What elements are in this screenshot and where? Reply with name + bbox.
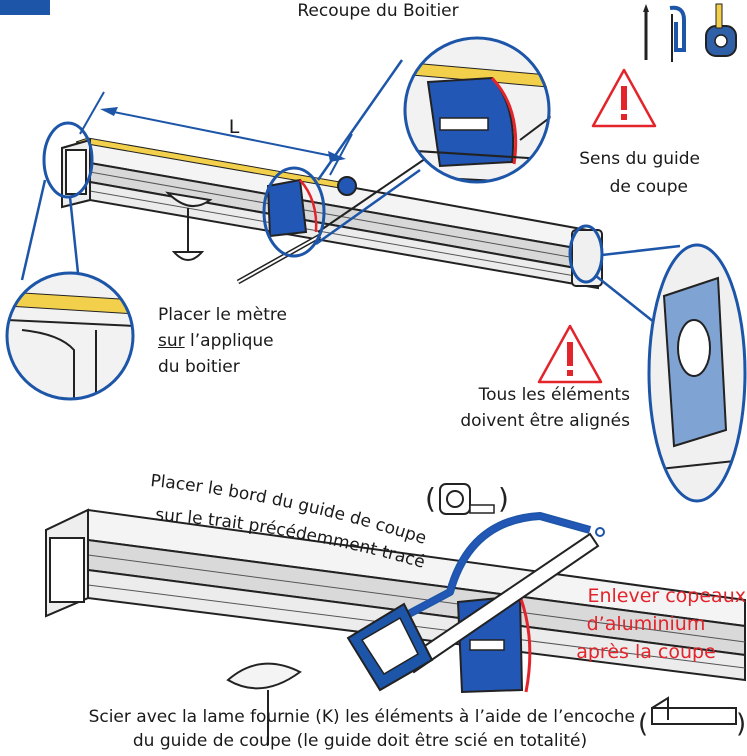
hacksaw-tool — [346, 512, 605, 692]
length-label: L — [228, 116, 240, 138]
alignment-note-line-2: doivent être alignés — [460, 411, 630, 431]
saw-blade-icon: ( ) — [638, 696, 746, 739]
saw-instruction-line-2: du guide de coupe (le guide doit être sc… — [132, 731, 588, 751]
svg-text:): ) — [736, 709, 746, 739]
tape-placement-rest: l’applique — [184, 331, 274, 351]
svg-text:): ) — [498, 482, 509, 515]
warning-icon — [537, 324, 603, 384]
zoom-detail-right — [647, 243, 747, 503]
chip-removal-line-1: Enlever copeaux — [587, 585, 746, 607]
tape-placement-line-2: sur l’applique — [158, 330, 328, 352]
svg-text:(: ( — [638, 709, 648, 739]
zoom-detail-left — [5, 271, 135, 401]
tape-placement-line-1: Placer le mètre — [158, 305, 287, 325]
guide-direction-label-2: de coupe — [609, 177, 688, 197]
page-title: Recoupe du Boitier — [297, 1, 459, 21]
corner-tab — [0, 0, 50, 15]
alignment-note-line-1: Tous les éléments — [478, 385, 630, 405]
chip-removal-line-2: d’aluminium — [586, 613, 706, 635]
saw-instruction-line-1: Scier avec la lame fournie (K) les éléme… — [88, 707, 635, 727]
zoom-detail-top — [403, 36, 551, 184]
pencil-icon — [643, 4, 649, 60]
hacksaw-icon — [669, 5, 686, 62]
tape-measure-icon: ( ) — [425, 482, 509, 515]
guide-direction-label-1: Sens du guide — [579, 149, 700, 169]
chip-removal-line-3: après la coupe — [576, 641, 716, 663]
zoom-circle-guide — [262, 166, 326, 258]
tape-measure-icon — [705, 3, 737, 57]
warning-icon — [591, 68, 657, 128]
zoom-circle-left — [42, 121, 94, 199]
tape-placement-emphasis: sur — [158, 331, 185, 351]
svg-text:(: ( — [425, 482, 436, 515]
tape-placement-line-3: du boitier — [158, 357, 240, 377]
